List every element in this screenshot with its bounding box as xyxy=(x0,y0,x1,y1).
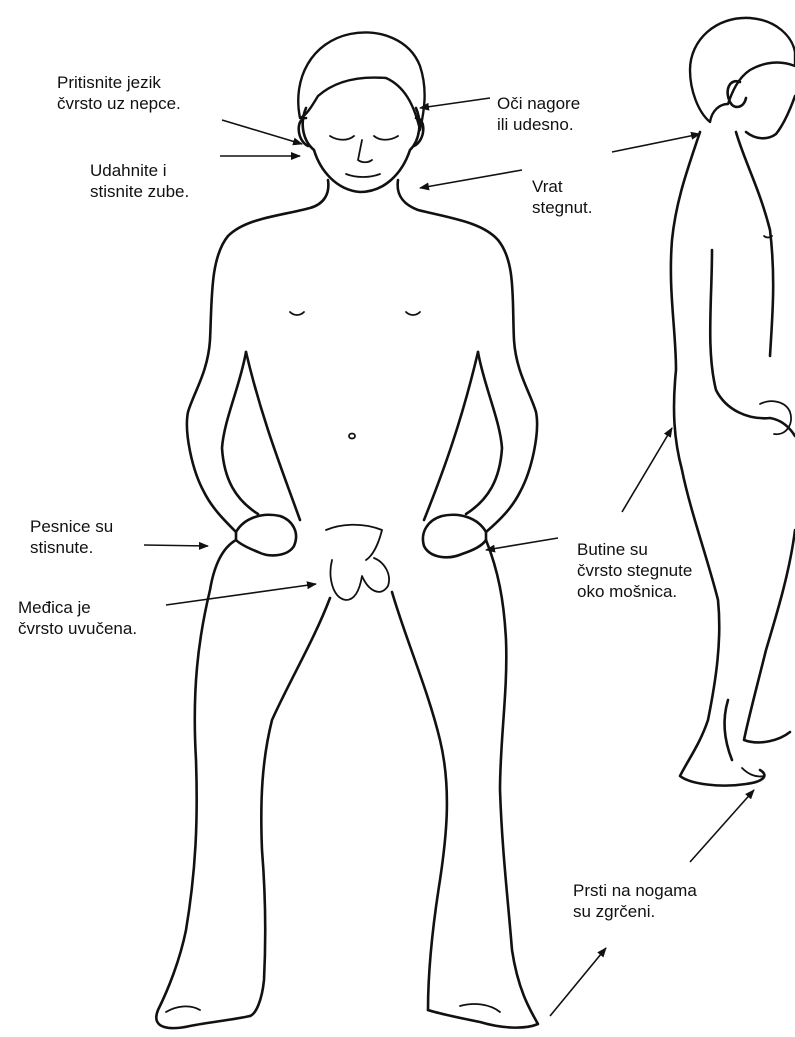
front-figure-body-left xyxy=(156,180,328,1028)
label-neck-line-1: Vrat xyxy=(532,176,593,197)
label-tongue: Pritisnite jezik čvrsto uz nepce. xyxy=(57,72,181,114)
arrow-toes-front xyxy=(550,948,606,1016)
arrow-neck xyxy=(420,170,522,188)
label-toes-line-1: Prsti na nogama xyxy=(573,880,697,901)
label-breathe-line-2: stisnite zube. xyxy=(90,181,189,202)
label-eyes: Oči nagore ili udesno. xyxy=(497,93,580,135)
arrow-side-back xyxy=(622,428,672,512)
label-tongue-line-2: čvrsto uz nepce. xyxy=(57,93,181,114)
label-fists: Pesnice su stisnute. xyxy=(30,516,113,558)
label-toes-line-2: su zgrčeni. xyxy=(573,901,697,922)
arrow-thighs xyxy=(486,538,558,550)
label-thighs-line-1: Butine su xyxy=(577,539,692,560)
label-breathe: Udahnite i stisnite zube. xyxy=(90,160,189,202)
label-fists-line-1: Pesnice su xyxy=(30,516,113,537)
label-neck-line-2: stegnut. xyxy=(532,197,593,218)
arrow-toes-side xyxy=(690,790,754,862)
label-perineum-line-1: Međica je xyxy=(18,597,137,618)
front-figure-face xyxy=(303,108,420,192)
front-figure-groin xyxy=(326,525,389,600)
label-perineum: Međica je čvrsto uvučena. xyxy=(18,597,137,639)
label-thighs: Butine su čvrsto stegnute oko mošnica. xyxy=(577,539,692,602)
label-eyes-line-2: ili udesno. xyxy=(497,114,580,135)
side-figure-back xyxy=(671,132,765,786)
front-figure-body-right xyxy=(398,180,538,1028)
label-fists-line-2: stisnute. xyxy=(30,537,113,558)
label-toes: Prsti na nogama su zgrčeni. xyxy=(573,880,697,922)
arrow-eyes xyxy=(420,98,490,108)
label-breathe-line-1: Udahnite i xyxy=(90,160,189,181)
arrow-eyes-side xyxy=(612,134,700,152)
front-figure xyxy=(156,32,538,1028)
front-figure-left-fist xyxy=(236,515,296,556)
front-figure-hair xyxy=(298,32,424,130)
label-eyes-line-1: Oči nagore xyxy=(497,93,580,114)
side-figure xyxy=(671,18,795,786)
label-neck: Vrat stegnut. xyxy=(532,176,593,218)
arrow-fists xyxy=(144,545,208,546)
front-figure-right-fist xyxy=(423,515,486,557)
label-tongue-line-1: Pritisnite jezik xyxy=(57,72,181,93)
label-perineum-line-2: čvrsto uvučena. xyxy=(18,618,137,639)
arrow-perineum xyxy=(166,584,316,605)
label-thighs-line-2: čvrsto stegnute xyxy=(577,560,692,581)
arrow-tongue xyxy=(222,120,302,144)
label-thighs-line-3: oko mošnica. xyxy=(577,581,692,602)
